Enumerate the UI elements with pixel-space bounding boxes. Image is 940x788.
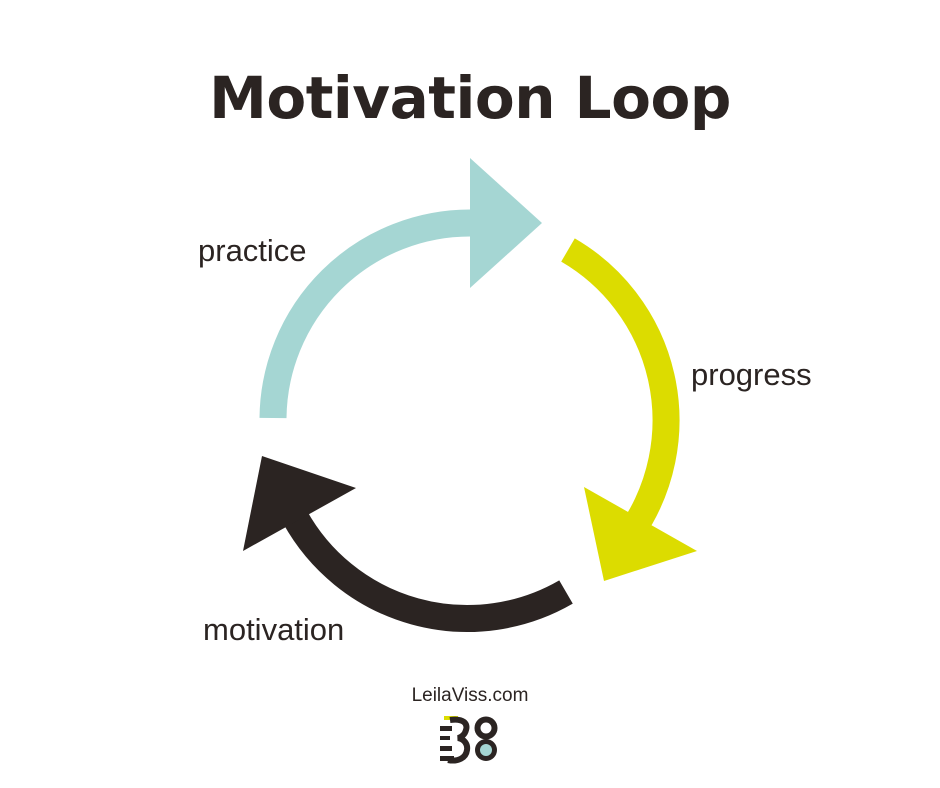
progress-label: progress — [691, 357, 812, 392]
motivation-label: motivation — [203, 612, 345, 647]
page-title: Motivation Loop — [209, 64, 731, 132]
logo-icon — [440, 716, 498, 764]
motivation-arrow — [243, 456, 573, 632]
practice-label: practice — [198, 233, 307, 268]
practice-arrow — [259, 158, 542, 419]
site-name: LeilaViss.com — [411, 685, 529, 706]
progress-arrow — [561, 238, 697, 581]
